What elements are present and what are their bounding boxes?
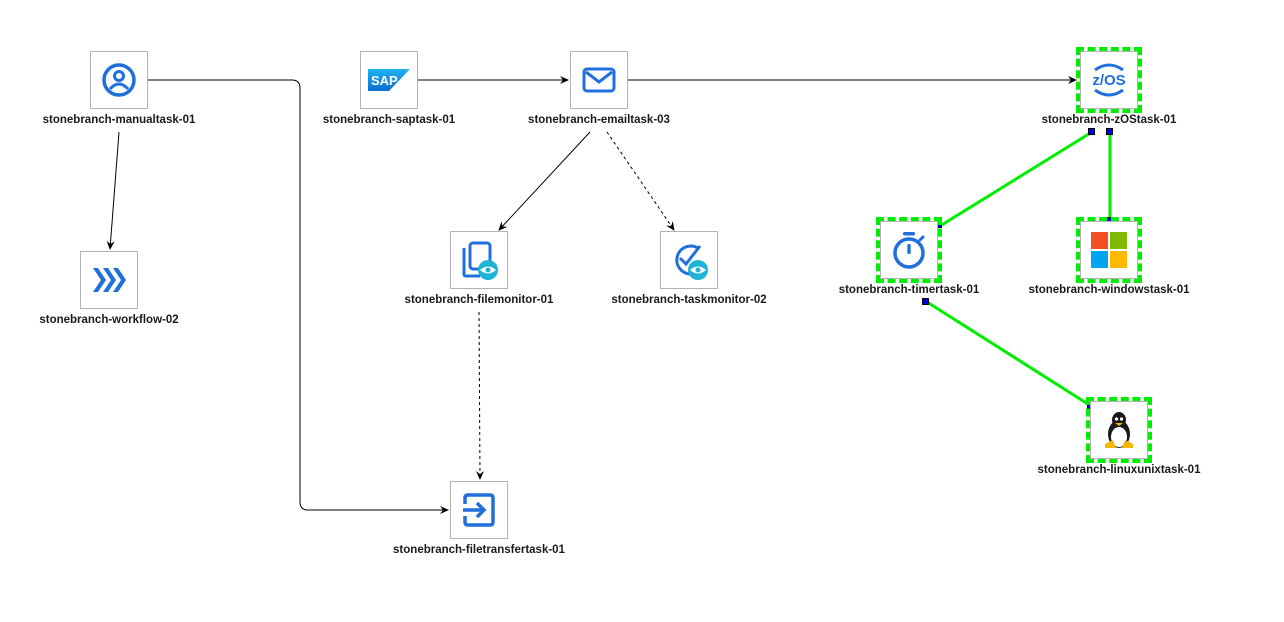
node-label: stonebranch-windowstask-01 bbox=[1028, 284, 1190, 296]
edge-handle[interactable] bbox=[1106, 128, 1113, 135]
triple-chevron-icon bbox=[93, 268, 126, 292]
edge-emailtask-filemonitor[interactable] bbox=[498, 131, 591, 231]
node-label: stonebranch-zOStask-01 bbox=[1041, 114, 1177, 126]
svg-text:SAP: SAP bbox=[371, 73, 398, 88]
windows-logo-icon bbox=[1091, 232, 1127, 268]
file-transfer-icon bbox=[463, 493, 495, 527]
edge-emailtask-taskmonitor[interactable] bbox=[606, 131, 675, 231]
node-saptask[interactable]: SAP bbox=[360, 51, 418, 109]
node-label: stonebranch-filemonitor-01 bbox=[404, 294, 554, 306]
edge-manualtask-workflow[interactable] bbox=[106, 131, 120, 250]
svg-text:z/OS: z/OS bbox=[1092, 72, 1125, 89]
zos-logo-icon: z/OS bbox=[1092, 63, 1126, 97]
node-label: stonebranch-manualtask-01 bbox=[42, 114, 196, 126]
node-filemonitor[interactable] bbox=[450, 231, 508, 289]
stopwatch-icon bbox=[893, 232, 925, 269]
edge-timertask-linuxunixtask[interactable] bbox=[926, 300, 1092, 408]
node-workflow[interactable] bbox=[80, 251, 138, 309]
check-eye-icon bbox=[675, 244, 708, 280]
node-filetransfertask[interactable] bbox=[450, 481, 508, 539]
node-windowstask[interactable] bbox=[1076, 217, 1142, 283]
file-eye-icon bbox=[462, 241, 498, 280]
node-emailtask[interactable] bbox=[570, 51, 628, 109]
edge-zostask-timertask[interactable] bbox=[939, 130, 1093, 228]
edge-filemonitor-filetransfertask[interactable] bbox=[475, 311, 484, 480]
node-label: stonebranch-emailtask-03 bbox=[528, 114, 670, 126]
node-label: stonebranch-workflow-02 bbox=[39, 314, 179, 326]
node-timertask[interactable] bbox=[876, 217, 942, 283]
edge-handle[interactable] bbox=[922, 298, 929, 305]
edge-manualtask-filetransfertask[interactable] bbox=[148, 79, 449, 514]
node-linuxunixtask[interactable] bbox=[1086, 397, 1152, 463]
node-label: stonebranch-filetransfertask-01 bbox=[393, 544, 565, 556]
node-label: stonebranch-saptask-01 bbox=[322, 114, 456, 126]
node-taskmonitor[interactable] bbox=[660, 231, 718, 289]
user-circle-icon bbox=[102, 63, 136, 97]
node-zostask[interactable]: z/OS bbox=[1076, 47, 1142, 113]
node-label: stonebranch-taskmonitor-02 bbox=[611, 294, 767, 306]
sap-logo-icon: SAP bbox=[368, 69, 410, 91]
tux-penguin-icon bbox=[1105, 412, 1133, 448]
node-label: stonebranch-linuxunixtask-01 bbox=[1037, 464, 1201, 476]
edge-handle[interactable] bbox=[1088, 128, 1095, 135]
envelope-icon bbox=[582, 67, 616, 93]
node-label: stonebranch-timertask-01 bbox=[838, 284, 980, 296]
node-manualtask[interactable] bbox=[90, 51, 148, 109]
